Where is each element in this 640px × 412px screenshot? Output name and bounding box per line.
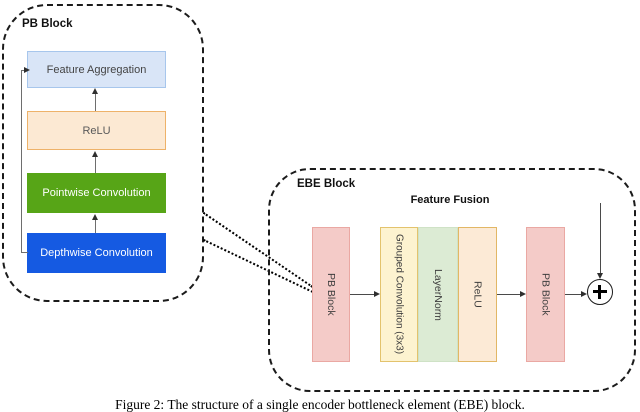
skip-connection-line	[21, 70, 25, 71]
arrow-up-icon	[92, 214, 98, 220]
arrow-right-icon	[374, 291, 380, 297]
flow-line	[95, 94, 96, 111]
layer-label: ReLU	[82, 124, 111, 137]
flow-line	[350, 294, 375, 295]
layer-box-feature-aggregation: Feature Aggregation	[27, 51, 166, 88]
feature-fusion-label: Feature Fusion	[410, 194, 490, 206]
ebe-block-panel	[268, 168, 636, 392]
stage-label: ReLU	[471, 281, 484, 308]
flow-line	[95, 220, 96, 233]
stage-box-pb-block-1: PB Block	[312, 227, 350, 362]
arrow-right-icon	[520, 291, 526, 297]
arrow-right-icon	[581, 291, 587, 297]
arrow-down-icon	[597, 273, 603, 279]
stage-label: PB Block	[325, 273, 337, 316]
stage-box-grouped-convolution: Grouped Convolution (3x3)	[380, 227, 418, 362]
skip-connection-line	[21, 252, 28, 253]
layer-label: Depthwise Convolution	[40, 247, 153, 259]
pb-block-title: PB Block	[22, 18, 73, 30]
layer-box-depthwise-convolution: Depthwise Convolution	[27, 233, 166, 273]
skip-connection-line	[21, 70, 22, 253]
arrow-up-icon	[92, 151, 98, 157]
layer-label: Pointwise Convolution	[42, 187, 151, 199]
stage-box-layernorm: LayerNorm	[418, 227, 458, 362]
figure-caption: Figure 2: The structure of a single enco…	[115, 397, 525, 412]
flow-line	[565, 294, 582, 295]
stage-box-pb-block-2: PB Block	[526, 227, 565, 362]
sum-node	[587, 279, 613, 305]
layer-label: Feature Aggregation	[46, 63, 147, 76]
layer-box-relu: ReLU	[27, 111, 166, 150]
stage-box-relu: ReLU	[458, 227, 497, 362]
stage-label: Grouped Convolution (3x3)	[393, 234, 405, 355]
arrow-right-icon	[24, 67, 30, 73]
plus-icon	[598, 285, 602, 299]
residual-connection-line	[600, 203, 601, 274]
ebe-block-title: EBE Block	[297, 178, 356, 190]
flow-line	[95, 157, 96, 173]
flow-line	[497, 294, 521, 295]
layer-box-pointwise-convolution: Pointwise Convolution	[27, 173, 166, 213]
stage-label: PB Block	[539, 273, 552, 316]
pb-block-panel	[2, 4, 204, 302]
arrow-up-icon	[92, 88, 98, 94]
stage-label: LayerNorm	[432, 268, 444, 321]
